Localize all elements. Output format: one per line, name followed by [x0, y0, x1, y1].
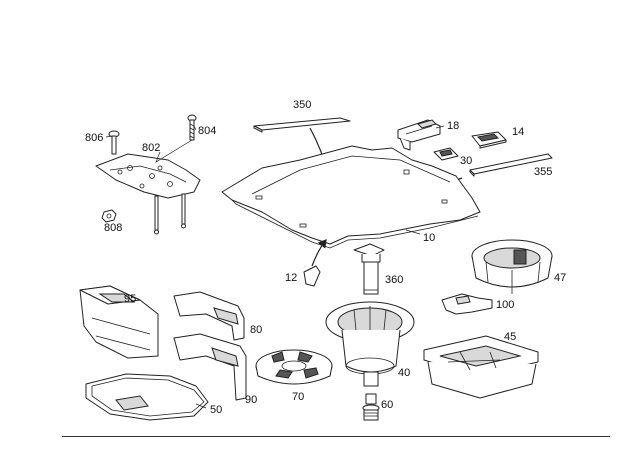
label-10: 10: [423, 232, 436, 244]
part-80-rail: [173, 291, 245, 341]
part-70-gear: [255, 349, 333, 385]
part-90-rail: [173, 333, 247, 401]
label-12: 12: [285, 272, 298, 284]
label-806: 806: [85, 132, 104, 144]
leader-804: [193, 125, 197, 131]
label-100: 100: [496, 299, 515, 311]
leader-50: [195, 403, 207, 409]
part-40-bowl: [325, 301, 415, 387]
label-802: 802: [142, 142, 161, 154]
part-50-gasket: [85, 373, 209, 421]
leader-10: [405, 229, 421, 235]
label-808: 808: [104, 222, 123, 234]
label-80: 80: [250, 324, 263, 336]
label-90: 90: [245, 394, 258, 406]
label-95: 95: [124, 293, 137, 305]
part-60-plug: [362, 393, 380, 421]
part-45-tray: [423, 335, 539, 399]
studs: [154, 193, 186, 235]
label-40: 40: [398, 367, 411, 379]
arrow-12: [311, 239, 327, 267]
part-350-strip: [253, 117, 351, 133]
part-355-strip: [469, 153, 553, 177]
part-47-housing: [471, 239, 553, 294]
part-14-cover: [471, 131, 507, 149]
part-806-screw: [108, 130, 120, 155]
bottom-rule: [62, 436, 610, 437]
label-355: 355: [534, 166, 553, 178]
label-18: 18: [447, 120, 460, 132]
label-45: 45: [504, 331, 517, 343]
part-18-bracket: [397, 119, 441, 151]
label-50: 50: [210, 404, 223, 416]
part-100-bracket: [441, 293, 493, 315]
label-60: 60: [381, 399, 394, 411]
part-30-clip: [433, 147, 459, 161]
label-804: 804: [198, 125, 217, 137]
label-14: 14: [512, 126, 525, 138]
part-804-screw: [187, 114, 197, 141]
label-350: 350: [293, 99, 312, 111]
label-47: 47: [554, 272, 567, 284]
leader-18: [435, 125, 445, 129]
part-12-clip: [303, 265, 321, 287]
label-70: 70: [292, 391, 305, 403]
part-10-floor-panel: [221, 145, 481, 249]
label-360: 360: [385, 274, 404, 286]
part-95-tray: [79, 285, 159, 359]
part-808-nut: [101, 209, 117, 223]
part-802-plate: [95, 153, 201, 199]
part-360-spindle: [353, 243, 385, 295]
label-30: 30: [460, 155, 473, 167]
leader-806: [105, 135, 113, 138]
leader-802: [155, 139, 193, 163]
